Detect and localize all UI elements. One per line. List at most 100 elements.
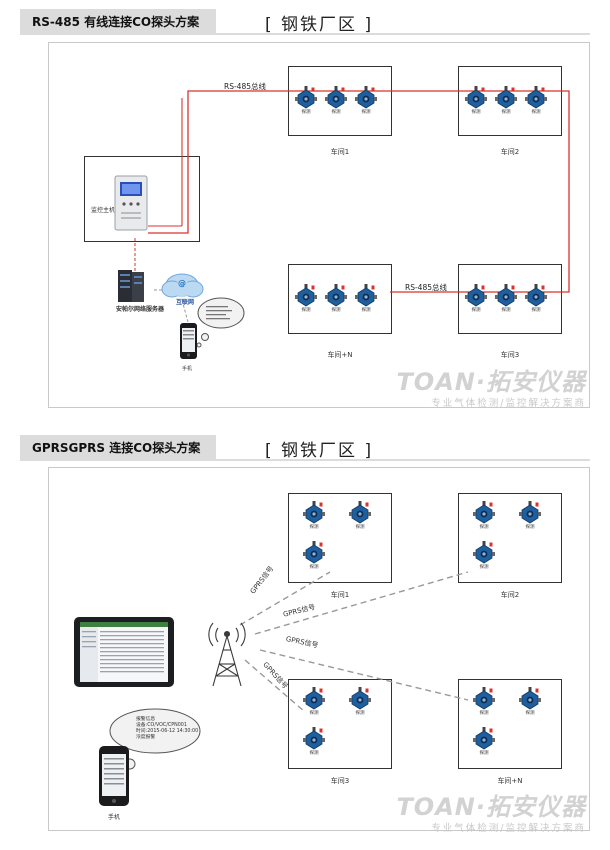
- detector-label: 探测: [531, 308, 541, 313]
- detector-label: 探测: [309, 525, 319, 530]
- s2-phone-icon: [99, 746, 129, 806]
- detector-label: 探测: [331, 308, 341, 313]
- detector-label: 探测: [479, 565, 489, 570]
- detector-label: 探测: [309, 751, 319, 756]
- s1-bus-label-bottom: RS-485总线: [405, 283, 447, 292]
- s1-room-3-label: 车间3: [500, 351, 520, 359]
- s2-phone-label: 手机: [108, 814, 121, 821]
- detector-label: 探测: [501, 110, 511, 115]
- co-detector-icon: 探测: [324, 86, 348, 116]
- s2-room-n: [458, 679, 562, 769]
- co-detector-icon: 探测: [294, 284, 318, 314]
- s1-internet-phone-link: [181, 299, 189, 323]
- s2-room-2: [458, 493, 562, 583]
- section2-tab-title: GPRSGPRS 连接CO探头方案: [32, 441, 201, 455]
- s2-gprs-link-1: [239, 571, 331, 626]
- s1-watermark-tagline: 专业气体检测/监控解决方案商: [431, 398, 586, 409]
- detector-label: 探测: [471, 308, 481, 313]
- s2-bubble-line-3: 时间:2015-06-12 14:30:00: [136, 729, 199, 734]
- s2-room-3: [288, 679, 392, 769]
- s1-internet-label: 互联网: [176, 299, 195, 306]
- section1-tab-title: RS-485 有线连接CO探头方案: [32, 15, 200, 29]
- s2-room-3-label: 车间3: [330, 777, 350, 785]
- s2-bubble-line-1: 报警信息: [136, 717, 156, 722]
- s2-gprs-link-2: [254, 571, 469, 635]
- detector-label: 探测: [361, 308, 371, 313]
- detector-label: 探测: [479, 751, 489, 756]
- section2-heading: [ 钢铁厂区 ]: [265, 441, 374, 461]
- s2-bubble-line-2: 设备:CO/VOC/CPN001: [136, 723, 187, 728]
- s2-watermark-tagline: 专业气体检测/监控解决方案商: [431, 823, 586, 834]
- co-detector-icon: 探测: [302, 501, 326, 531]
- s2-gprs-link-3: [259, 649, 469, 701]
- s1-internet-at-symbol: @: [178, 279, 186, 288]
- s2-bubble-text: 报警信息 设备:CO/VOC/CPN001 时间:2015-06-12 14:3…: [136, 717, 198, 741]
- detector-label: 探测: [301, 110, 311, 115]
- detector-label: 探测: [361, 110, 371, 115]
- section2-tab: GPRSGPRS 连接CO探头方案: [20, 435, 216, 461]
- detector-label: 探测: [525, 525, 535, 530]
- co-detector-icon: 探测: [472, 727, 496, 757]
- section2-tab-underline: [20, 459, 590, 461]
- s1-message-bubble: [196, 297, 245, 348]
- s1-server-icon: [118, 270, 144, 302]
- s1-phone-icon: [180, 323, 197, 359]
- section1-tab: RS-485 有线连接CO探头方案: [20, 9, 216, 35]
- detector-label: 探测: [471, 110, 481, 115]
- s2-room-1-label: 车间1: [330, 591, 350, 599]
- detector-label: 探测: [355, 525, 365, 530]
- s1-wiring-svg: [114, 90, 570, 359]
- s2-room-n-label: 车间+N: [497, 777, 523, 785]
- co-detector-icon: 探测: [324, 284, 348, 314]
- s1-host-label: 监控主机: [91, 207, 116, 214]
- s1-internet-cloud-icon: [161, 273, 204, 298]
- s1-phone-label: 手机: [182, 366, 193, 372]
- co-detector-icon: 探测: [348, 687, 372, 717]
- co-detector-icon: 探测: [294, 86, 318, 116]
- co-detector-icon: 探测: [472, 687, 496, 717]
- section1-heading: [ 钢铁厂区 ]: [265, 15, 374, 35]
- co-detector-icon: 探测: [464, 86, 488, 116]
- s2-room-2-label: 车间2: [500, 591, 520, 599]
- s2-watermark-brand: TOAN·拓安仪器: [396, 793, 586, 821]
- detector-label: 探测: [331, 110, 341, 115]
- detector-label: 探测: [501, 308, 511, 313]
- co-detector-icon: 探测: [464, 284, 488, 314]
- detector-label: 探测: [301, 308, 311, 313]
- co-detector-icon: 探测: [302, 541, 326, 571]
- s1-watermark-brand: TOAN·拓安仪器: [396, 368, 586, 396]
- co-detector-icon: 探测: [302, 687, 326, 717]
- co-detector-icon: 探测: [518, 501, 542, 531]
- detector-label: 探测: [479, 525, 489, 530]
- s1-bus-label-top: RS-485总线: [224, 82, 266, 91]
- s1-watermark: TOAN·拓安仪器 专业气体检测/监控解决方案商: [396, 362, 586, 409]
- s1-room-2-label: 车间2: [500, 148, 520, 156]
- s2-signal-tower-icon: [208, 622, 246, 687]
- s1-host-device: [114, 175, 148, 231]
- co-detector-icon: 探测: [354, 284, 378, 314]
- co-detector-icon: 探测: [472, 541, 496, 571]
- co-detector-icon: 探测: [472, 501, 496, 531]
- co-detector-icon: 探测: [348, 501, 372, 531]
- detector-label: 探测: [531, 110, 541, 115]
- s1-room-n-label: 车间+N: [327, 351, 353, 359]
- co-detector-icon: 探测: [524, 86, 548, 116]
- co-detector-icon: 探测: [518, 687, 542, 717]
- detector-label: 探测: [525, 711, 535, 716]
- s1-room-1-label: 车间1: [330, 148, 350, 156]
- s2-gprs-link-4: [244, 659, 306, 713]
- detector-label: 探测: [355, 711, 365, 716]
- co-detector-icon: 探测: [302, 727, 326, 757]
- co-detector-icon: 探测: [524, 284, 548, 314]
- detector-label: 探测: [309, 565, 319, 570]
- s1-server-label: 安帕尔网络服务器: [116, 306, 165, 313]
- co-detector-icon: 探测: [354, 86, 378, 116]
- s2-room-1: [288, 493, 392, 583]
- s2-bubble-line-4: 浓度报警: [136, 735, 156, 740]
- s2-tablet-icon: [74, 617, 174, 687]
- s2-watermark: TOAN·拓安仪器 专业气体检测/监控解决方案商: [396, 787, 586, 834]
- section1-tab-underline: [20, 33, 590, 35]
- co-detector-icon: 探测: [494, 284, 518, 314]
- detector-label: 探测: [479, 711, 489, 716]
